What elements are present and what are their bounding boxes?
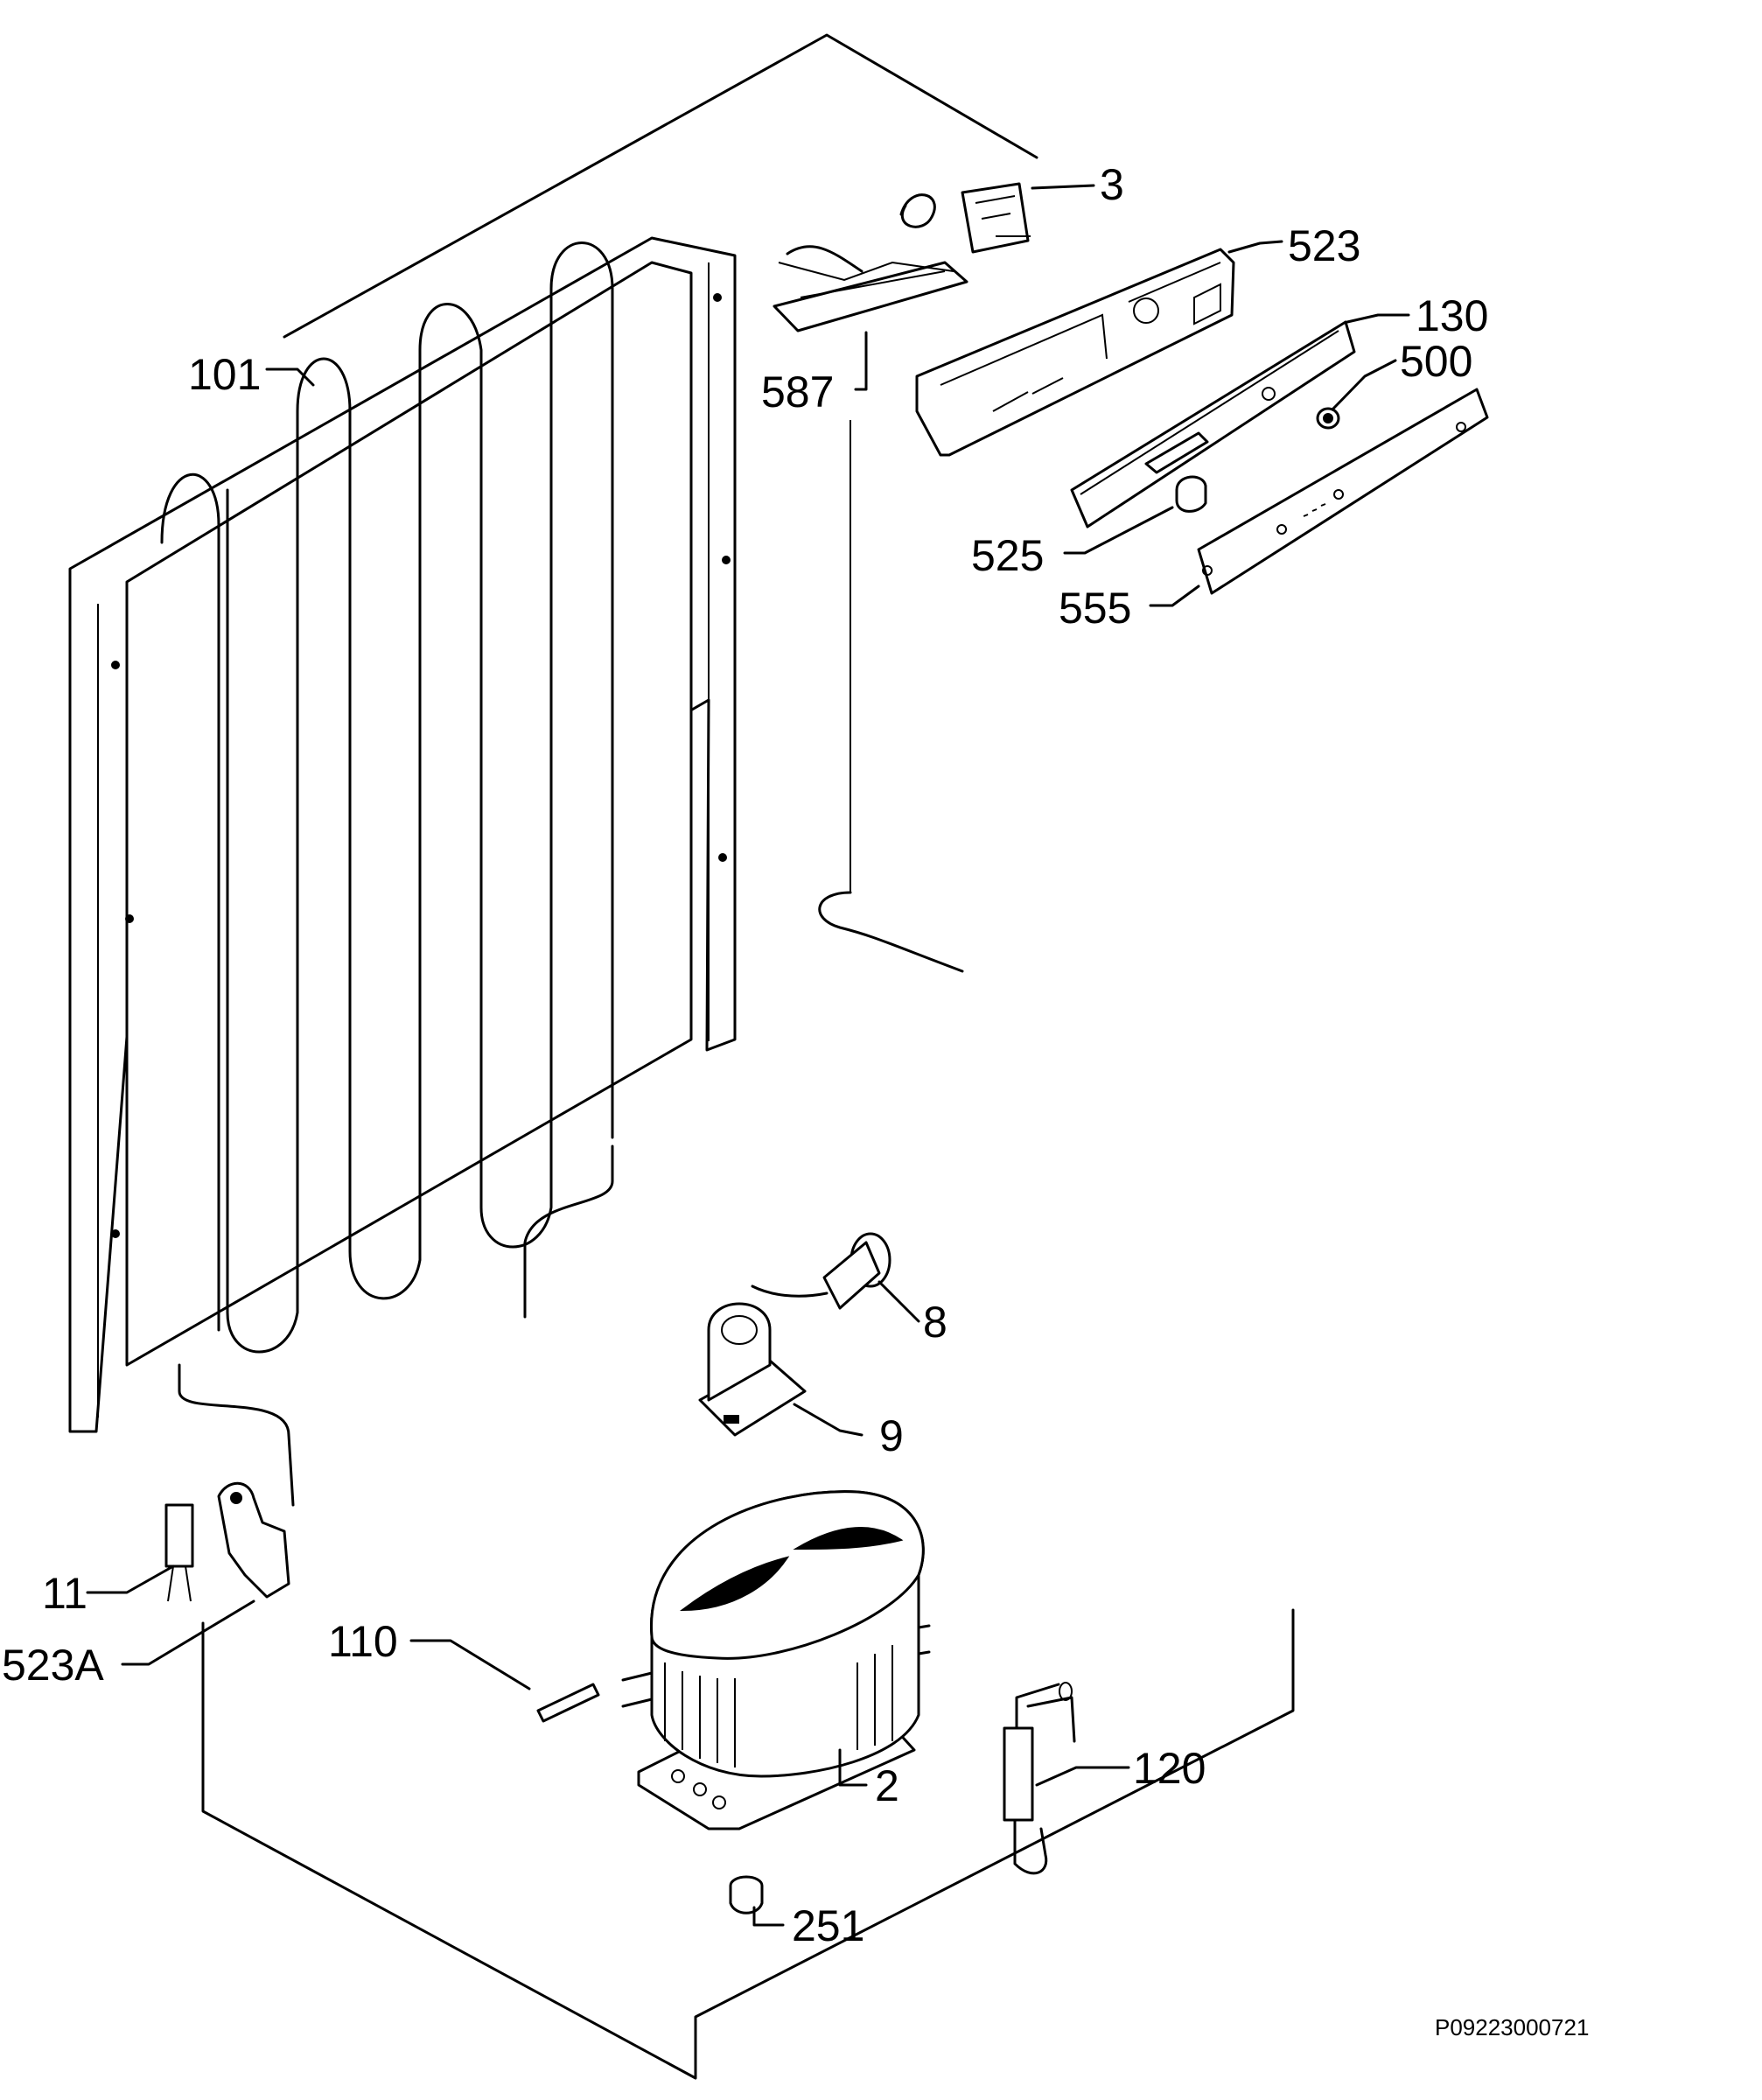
label-8: 8: [923, 1298, 947, 1347]
label-120: 120: [1133, 1744, 1206, 1793]
control-housing-part: [915, 248, 1235, 457]
cabinet-outline-bottom: [201, 1608, 1295, 2080]
label-3: 3: [1100, 160, 1124, 209]
condenser: [68, 236, 737, 1507]
label-500: 500: [1400, 337, 1472, 386]
label-523: 523: [1288, 221, 1360, 270]
control-panel-part: [1070, 320, 1356, 528]
thermal-protector-part: [751, 1232, 891, 1310]
control-board-part: [773, 245, 968, 973]
mounting-bracket-part: [217, 1481, 290, 1599]
capacitor-part: [164, 1503, 194, 1602]
label-2: 2: [875, 1761, 899, 1810]
filler-tube-part: [536, 1683, 600, 1723]
label-555: 555: [1059, 584, 1131, 633]
drawing-code: P09223000721: [1435, 2014, 1589, 2040]
label-110: 110: [328, 1617, 398, 1666]
label-251: 251: [792, 1901, 864, 1950]
cabinet-outline-top: [283, 33, 1038, 339]
compressor: [621, 1490, 931, 1830]
thermostat-part: [899, 182, 1031, 254]
relay-part: [698, 1302, 807, 1437]
label-130: 130: [1416, 291, 1488, 340]
button-part: [1175, 475, 1207, 513]
nut-part: [729, 1875, 764, 1914]
label-9: 9: [879, 1411, 904, 1460]
label-11: 11: [42, 1569, 87, 1618]
filter-drier-part: [1003, 1682, 1076, 1875]
label-101: 101: [188, 350, 261, 399]
label-525: 525: [971, 531, 1044, 580]
front-strip-part: [1197, 388, 1489, 595]
knob-part: [1316, 407, 1340, 430]
label-523a: 523A: [2, 1641, 104, 1690]
leader-lines: [86, 184, 1410, 1927]
label-587: 587: [761, 368, 834, 416]
